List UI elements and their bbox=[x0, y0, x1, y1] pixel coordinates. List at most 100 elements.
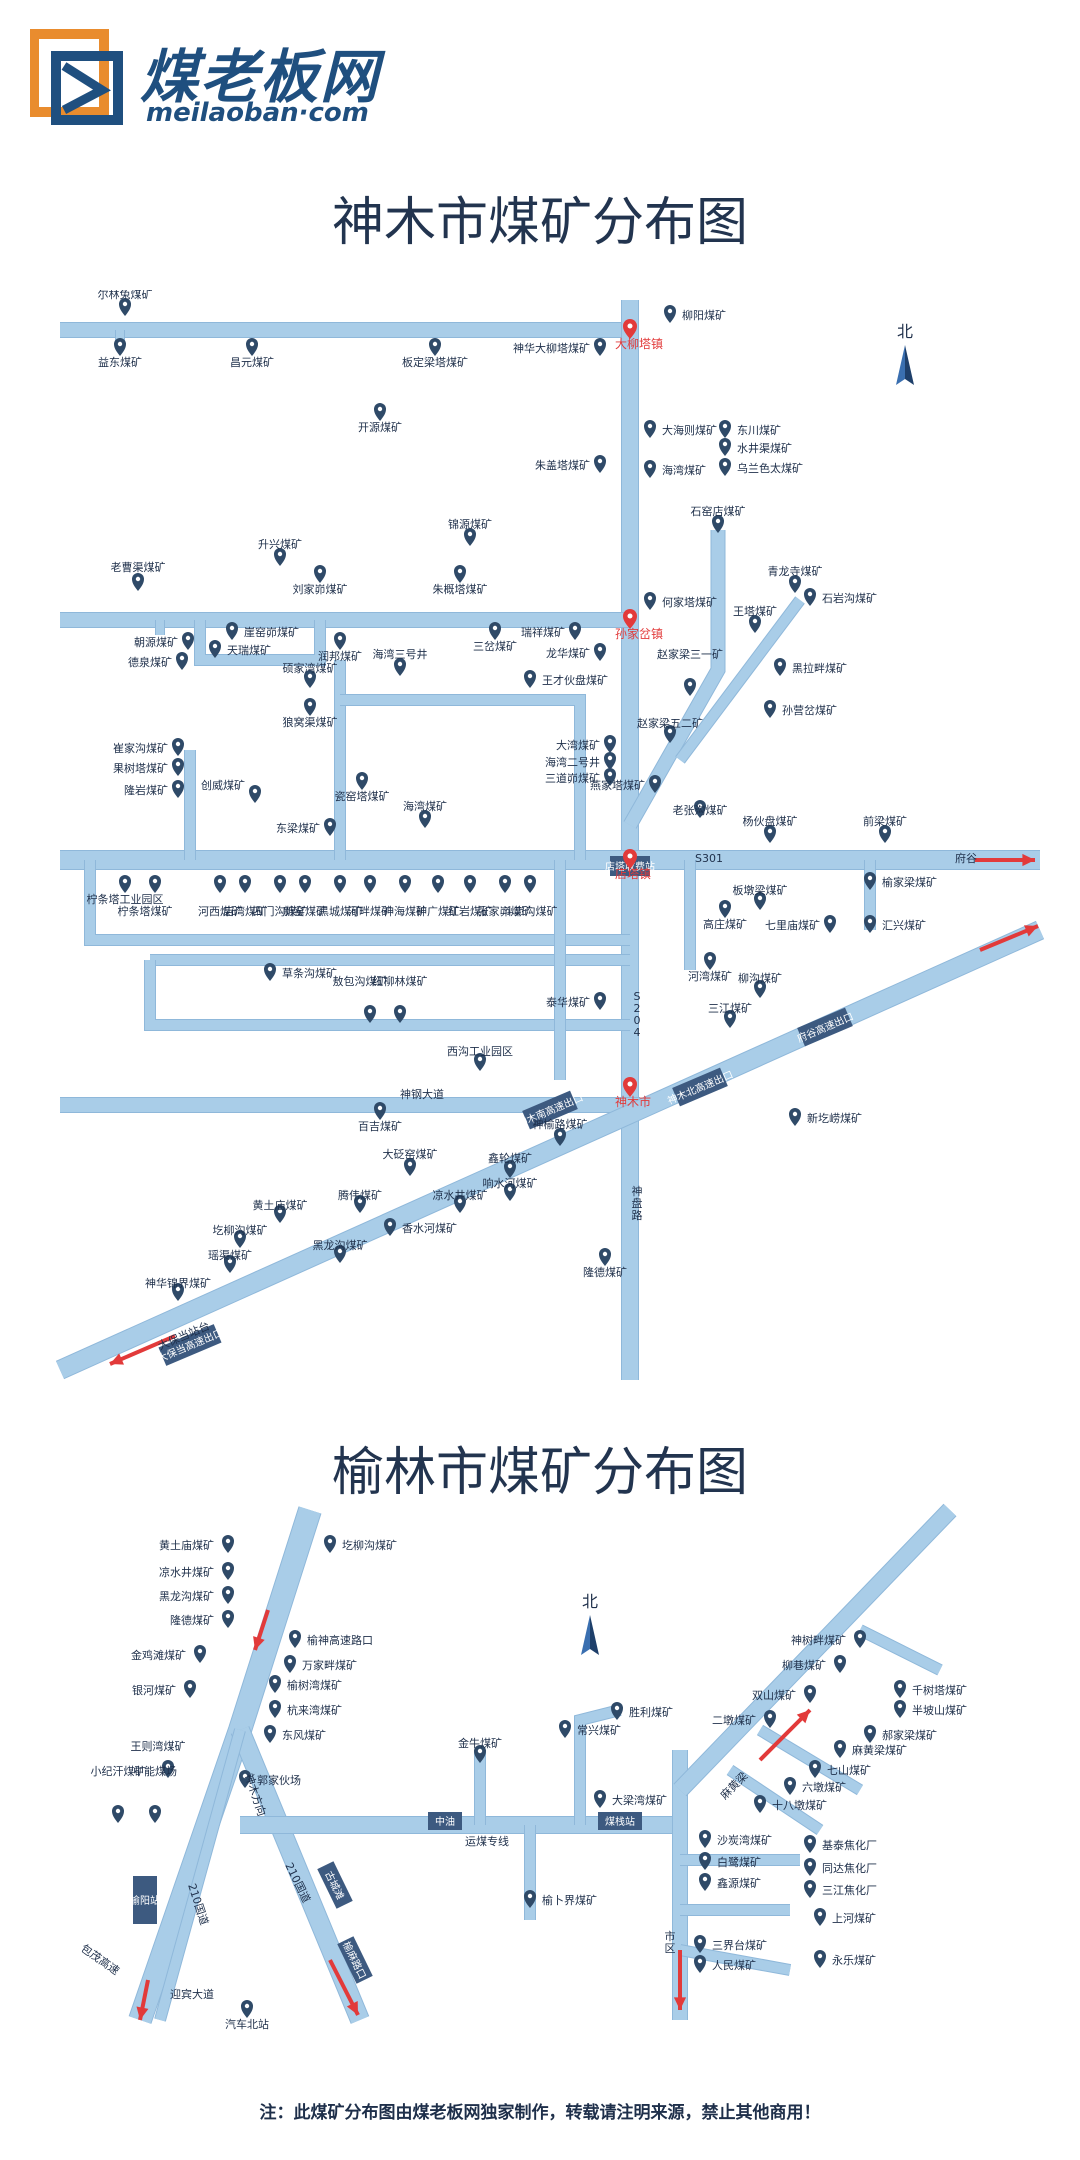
mine-label: 河湾煤矿 bbox=[688, 969, 732, 983]
mine-pin-icon bbox=[524, 875, 536, 893]
mine-pin-icon bbox=[149, 1805, 161, 1823]
mine-pin-icon bbox=[749, 615, 761, 633]
mine-pin-icon bbox=[504, 1160, 516, 1178]
mine-pin-icon bbox=[594, 338, 606, 356]
road-210-west bbox=[155, 1728, 245, 2022]
mine-pin-icon bbox=[432, 875, 444, 893]
mine-label: 王则湾煤矿 bbox=[131, 1739, 186, 1753]
mine-pin-icon bbox=[114, 338, 126, 356]
mine-pin-icon bbox=[504, 1183, 516, 1201]
mine-label: 红岩煤矿 bbox=[448, 904, 492, 918]
brand-logo: 煤老板网 meilaoban·com bbox=[29, 28, 490, 128]
brand-name: 煤老板网 bbox=[140, 43, 381, 111]
mine-label: 东川煤矿 bbox=[737, 424, 781, 437]
mine-pin-icon bbox=[809, 1760, 821, 1778]
mine-label: 汽车北站 bbox=[225, 2017, 269, 2031]
mine-label: 三界台煤矿 bbox=[712, 1938, 767, 1952]
mine-pin-icon bbox=[334, 1245, 346, 1263]
mine-label: 斗峁沟煤矿 bbox=[503, 905, 558, 918]
mine-label: 朝源煤矿 bbox=[134, 635, 178, 649]
mine-label: 柳巷煤矿 bbox=[782, 1658, 826, 1672]
mine-pin-icon bbox=[814, 1950, 826, 1968]
road-sign: 古城滩 bbox=[317, 1861, 353, 1909]
mine-label: 柠条塔煤矿 bbox=[118, 904, 173, 918]
mine-pin-icon bbox=[694, 800, 706, 818]
mine-pin-icon bbox=[222, 1562, 234, 1580]
mine-label: 老曹渠煤矿 bbox=[111, 561, 166, 574]
road-name: 运煤专线 bbox=[465, 1834, 509, 1848]
mine-label: 金牛煤矿 bbox=[458, 1736, 502, 1750]
mine-label: 店湾煤矿 bbox=[223, 904, 267, 918]
mine-label: 板墩梁煤矿 bbox=[733, 883, 788, 897]
mine-pin-icon bbox=[694, 1955, 706, 1973]
mine-pin-icon bbox=[274, 548, 286, 566]
mine-label: 小纪汗煤矿 bbox=[91, 1765, 146, 1778]
mine-label: 杭来湾煤矿 bbox=[287, 1703, 342, 1717]
mine-label: 榆树湾煤矿 bbox=[287, 1678, 342, 1692]
mine-label: 柳沟煤矿 bbox=[738, 971, 782, 985]
mine-label: 黄土庙煤矿 bbox=[159, 1538, 214, 1552]
mine-pin-icon bbox=[334, 875, 346, 893]
mine-pin-icon bbox=[864, 915, 876, 933]
mine-label: 榆神高速路口 bbox=[307, 1633, 373, 1647]
shenmu-map: 北 店塔收费站神木北高速出口神木南高速出口府谷高速出口大保当高速出口 S301S… bbox=[0, 290, 1080, 1400]
mine-pin-icon bbox=[764, 700, 776, 718]
mine-pin-icon bbox=[594, 643, 606, 661]
mine-pin-icon bbox=[226, 622, 238, 640]
mine-label: 河西煤矿 bbox=[198, 905, 242, 918]
mine-label: 崖窑峁煤矿 bbox=[244, 625, 299, 639]
direction-arrow-icon bbox=[673, 1950, 687, 2010]
mine-pin-icon bbox=[284, 1655, 296, 1673]
mine-label: 龙华煤矿 bbox=[546, 646, 590, 660]
mine-pin-icon bbox=[554, 1128, 566, 1146]
town-label: 店塔镇 bbox=[615, 867, 651, 881]
mine-pin-icon bbox=[804, 1880, 816, 1898]
mine-pin-icon bbox=[234, 1230, 246, 1248]
mine-label: 昌元煤矿 bbox=[230, 356, 274, 369]
mine-label: 果树塔煤矿 bbox=[113, 761, 168, 775]
mine-label: 张家峁煤矿 bbox=[478, 904, 533, 918]
mine-pin-icon bbox=[699, 1873, 711, 1891]
mine-pin-icon bbox=[559, 1720, 571, 1738]
mine-label: 二墩煤矿 bbox=[712, 1713, 756, 1727]
mine-pin-icon bbox=[664, 725, 676, 743]
mine-label: 四门沟煤矿 bbox=[253, 904, 308, 918]
mine-pin-icon bbox=[724, 1010, 736, 1028]
road-name: 包茂高速 bbox=[78, 1941, 122, 1978]
mine-label: 神海煤矿 bbox=[383, 904, 427, 918]
mine-label: 汇兴煤矿 bbox=[882, 919, 926, 932]
mine-label: 孙营岔煤矿 bbox=[782, 703, 837, 717]
road-minor bbox=[757, 1725, 863, 1795]
station-sign: 煤栈站 bbox=[598, 1812, 642, 1830]
mine-label: 创威煤矿 bbox=[201, 779, 245, 792]
mine-label: 泰华煤矿 bbox=[546, 995, 590, 1009]
mine-pin-icon bbox=[299, 875, 311, 893]
direction-arrow-icon bbox=[758, 1708, 812, 1762]
exit-sign: 府谷高速出口 bbox=[795, 1007, 855, 1047]
mine-pin-icon bbox=[764, 825, 776, 843]
mine-pin-icon bbox=[172, 1283, 184, 1301]
mine-label: 七山煤矿 bbox=[827, 1764, 871, 1777]
mine-pin-icon bbox=[464, 875, 476, 893]
road-minor bbox=[145, 960, 630, 1030]
direction-arrow-icon bbox=[979, 924, 1039, 952]
mine-label: 王塔煤矿 bbox=[733, 605, 777, 618]
mine-pin-icon bbox=[719, 900, 731, 918]
mine-pin-icon bbox=[241, 2000, 253, 2018]
mine-pin-icon bbox=[119, 875, 131, 893]
mine-pin-icon bbox=[304, 670, 316, 688]
mine-label: 新圪崂煤矿 bbox=[807, 1111, 862, 1125]
mine-pin-icon bbox=[664, 305, 676, 323]
mine-label: 大梁湾煤矿 bbox=[612, 1793, 667, 1807]
mine-pin-icon bbox=[644, 592, 656, 610]
mine-label: 草条沟煤矿 bbox=[282, 966, 337, 980]
road-minor bbox=[727, 1765, 823, 1835]
mine-pin-icon bbox=[184, 1680, 196, 1698]
mine-pin-icon bbox=[454, 1195, 466, 1213]
road-minor bbox=[85, 860, 630, 945]
road-minor bbox=[340, 695, 585, 860]
road-sign: 中油 bbox=[428, 1812, 462, 1830]
mine-label: 朱概塔煤矿 bbox=[433, 583, 488, 596]
